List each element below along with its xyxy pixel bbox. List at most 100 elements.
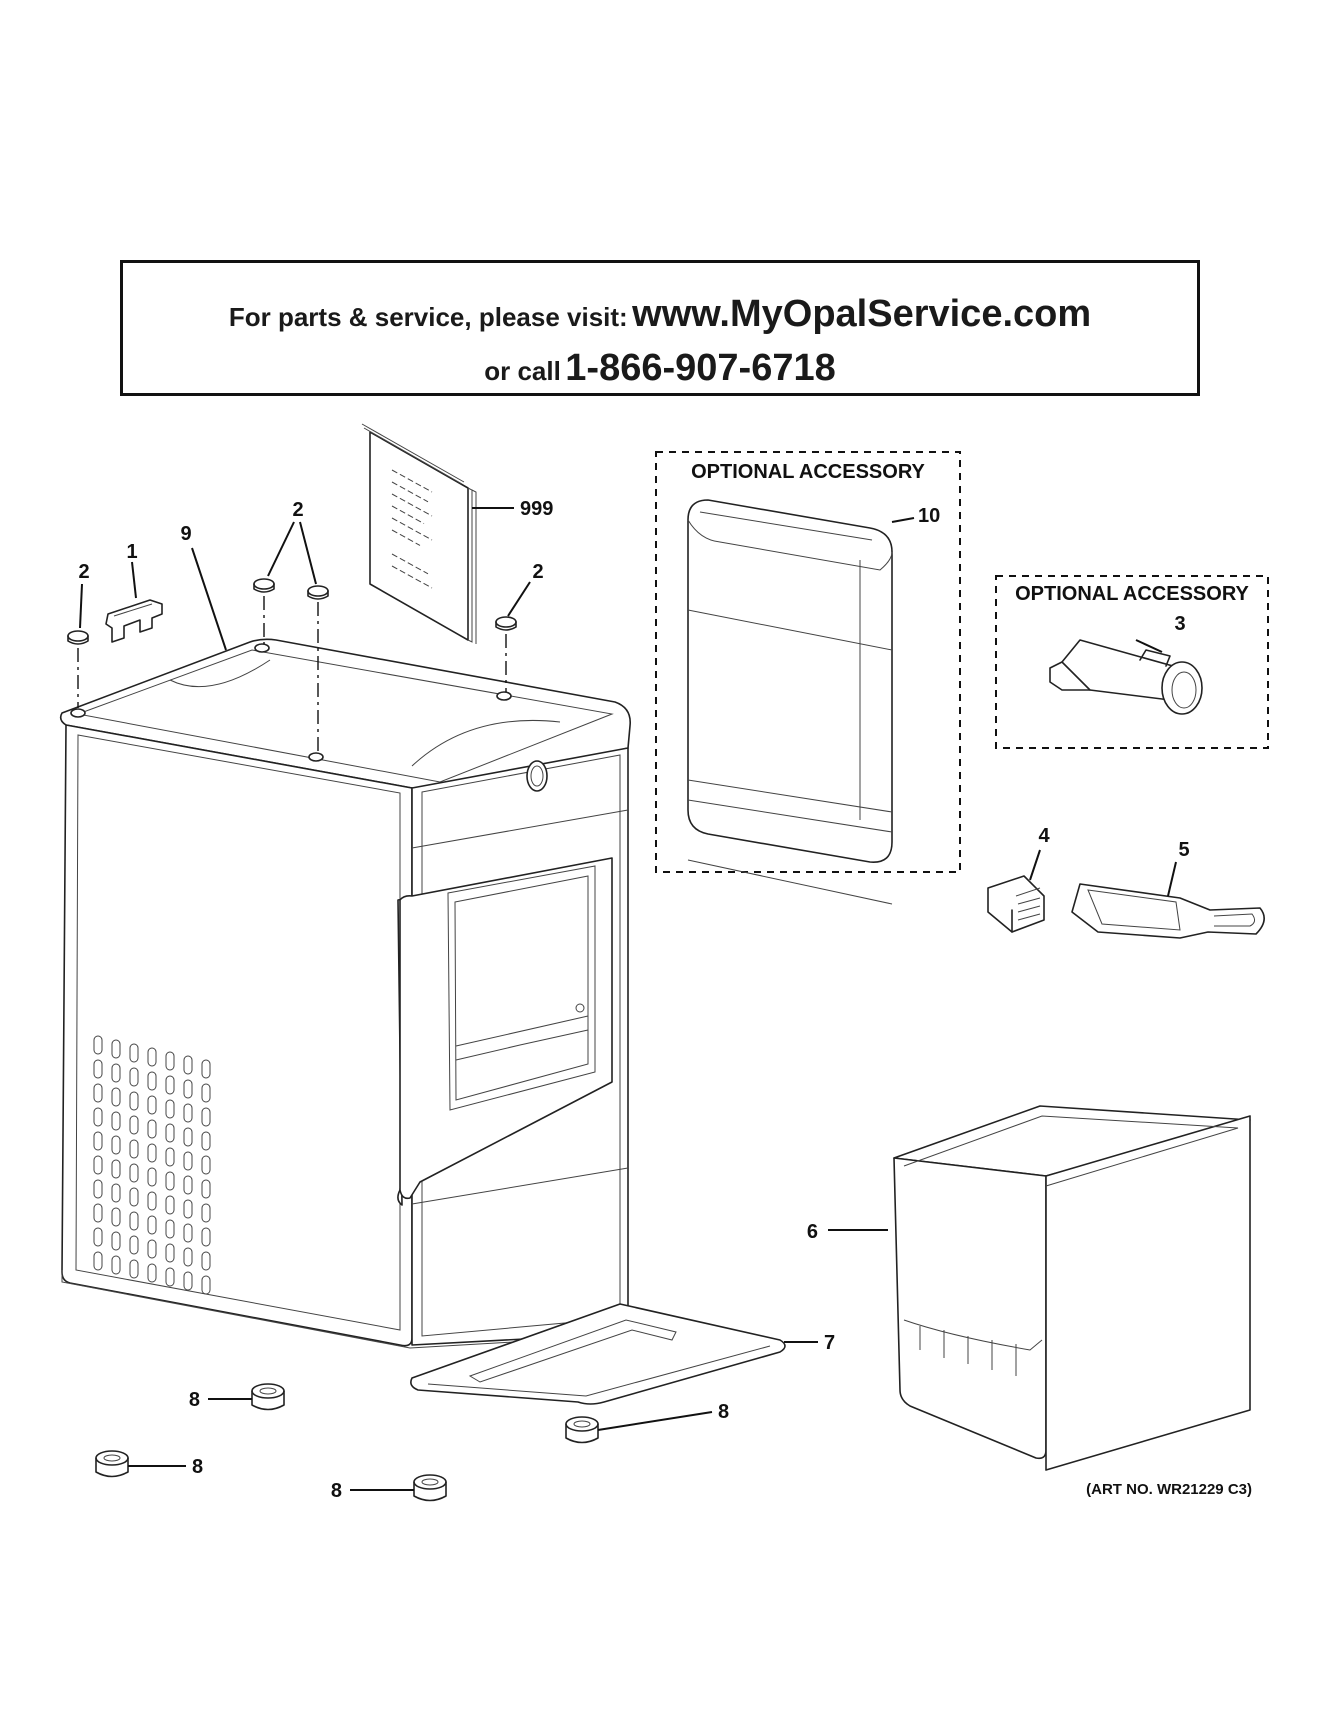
vent-slot — [165, 1171, 175, 1191]
power-button[interactable] — [526, 760, 548, 792]
callout-2-left: 2 — [78, 561, 89, 583]
vent-slot — [183, 1199, 193, 1219]
vent-slot — [129, 1211, 139, 1231]
part-8-foot-3 — [413, 1474, 447, 1502]
vent-slot — [147, 1143, 157, 1163]
part-2-plug-right — [495, 616, 517, 631]
vent-slot — [111, 1159, 121, 1179]
vent-slot — [93, 1059, 103, 1079]
manual-text-line — [391, 481, 429, 503]
top-hole-left — [70, 708, 86, 718]
vent-slot — [165, 1123, 175, 1143]
control-band-bottom — [411, 809, 629, 849]
part-5-ice-scoop — [1071, 883, 1265, 939]
manual-text-line — [391, 553, 429, 575]
callout-8-b: 8 — [192, 1456, 203, 1478]
vent-slot — [93, 1227, 103, 1247]
vent-slot — [111, 1207, 121, 1227]
optional-accessory-label-filter: OPTIONAL ACCESSORY — [1015, 583, 1249, 605]
vent-slot — [129, 1115, 139, 1135]
ice-bin-window-outer — [447, 865, 596, 1111]
manual-text-line — [391, 517, 433, 541]
left-side-panel — [61, 724, 413, 1347]
callout-9: 9 — [180, 523, 191, 545]
vent-slot — [183, 1079, 193, 1099]
vent-slot — [111, 1231, 121, 1251]
vent-slot — [201, 1155, 211, 1175]
vent-slot — [201, 1059, 211, 1079]
vent-slot — [201, 1107, 211, 1127]
vent-slot — [129, 1139, 139, 1159]
callout-10: 10 — [918, 505, 940, 527]
vent-slot — [165, 1075, 175, 1095]
vent-slot — [147, 1119, 157, 1139]
part-10-side-tank — [687, 499, 893, 905]
manual-text-lines — [391, 469, 433, 589]
website-link[interactable]: www.MyOpalService.com — [632, 293, 1092, 335]
vent-slot — [93, 1251, 103, 1271]
vent-slot — [129, 1043, 139, 1063]
vent-slot — [93, 1155, 103, 1175]
part-8-foot-1 — [251, 1383, 285, 1411]
vent-slot — [93, 1035, 103, 1055]
ice-bin-window-floor — [455, 1015, 589, 1061]
front-lower-band — [411, 1167, 629, 1205]
part-1-clip — [105, 599, 163, 643]
vent-slot — [147, 1239, 157, 1259]
vent-slot — [111, 1183, 121, 1203]
vent-slot — [93, 1179, 103, 1199]
phone-number[interactable]: 1-866-907-6718 — [565, 347, 836, 389]
vent-slot — [111, 1255, 121, 1275]
left-side-inset — [75, 734, 401, 1331]
callout-4: 4 — [1038, 825, 1050, 847]
vent-slot — [183, 1055, 193, 1075]
manual-text-line — [391, 505, 425, 525]
part-8-foot-2 — [95, 1450, 129, 1478]
part-999-manual — [361, 423, 477, 644]
ice-bin-door-frame — [399, 857, 613, 1200]
part-8-foot-4 — [565, 1416, 599, 1444]
part-4-filter-cap — [987, 875, 1045, 933]
vent-slot — [129, 1091, 139, 1111]
vent-slot — [93, 1131, 103, 1151]
vent-slot — [93, 1203, 103, 1223]
vent-slot — [147, 1047, 157, 1067]
vent-slot — [201, 1083, 211, 1103]
callout-6: 6 — [807, 1221, 818, 1243]
callout-2-top: 2 — [292, 499, 303, 521]
callout-8-c: 8 — [331, 1480, 342, 1502]
manual-text-line — [391, 469, 433, 493]
vent-slot — [147, 1215, 157, 1235]
vent-slot — [165, 1099, 175, 1119]
vent-slot — [183, 1223, 193, 1243]
service-line-phone: or call 1-866-907-6718 — [123, 347, 1197, 390]
vent-slot — [183, 1271, 193, 1291]
vent-slot — [165, 1267, 175, 1287]
vent-slot — [201, 1251, 211, 1271]
part-7-drip-tray — [410, 1303, 786, 1405]
callout-5: 5 — [1178, 839, 1189, 861]
vent-slot — [201, 1275, 211, 1295]
vent-slot — [111, 1111, 121, 1131]
callout-8-a: 8 — [189, 1389, 200, 1411]
optional-accessory-box-filter — [995, 575, 1269, 749]
vent-slot — [111, 1087, 121, 1107]
sensor-dot — [575, 1003, 585, 1013]
top-hole-right — [496, 691, 512, 701]
vent-slot — [129, 1187, 139, 1207]
part-3-filter — [1049, 639, 1203, 715]
service-info-box: For parts & service, please visit: www.M… — [120, 260, 1200, 396]
top-cover-curve-left — [169, 659, 271, 688]
power-button-ring — [530, 765, 544, 787]
visit-prefix: For parts & service, please visit: — [228, 302, 628, 332]
vent-slot — [111, 1135, 121, 1155]
vent-slot — [147, 1095, 157, 1115]
vent-slot — [183, 1151, 193, 1171]
vent-slot — [201, 1179, 211, 1199]
callout-7: 7 — [824, 1332, 835, 1354]
vent-slot — [129, 1259, 139, 1279]
vent-slot — [201, 1131, 211, 1151]
vent-slot — [165, 1195, 175, 1215]
manual-text-line — [391, 529, 421, 546]
